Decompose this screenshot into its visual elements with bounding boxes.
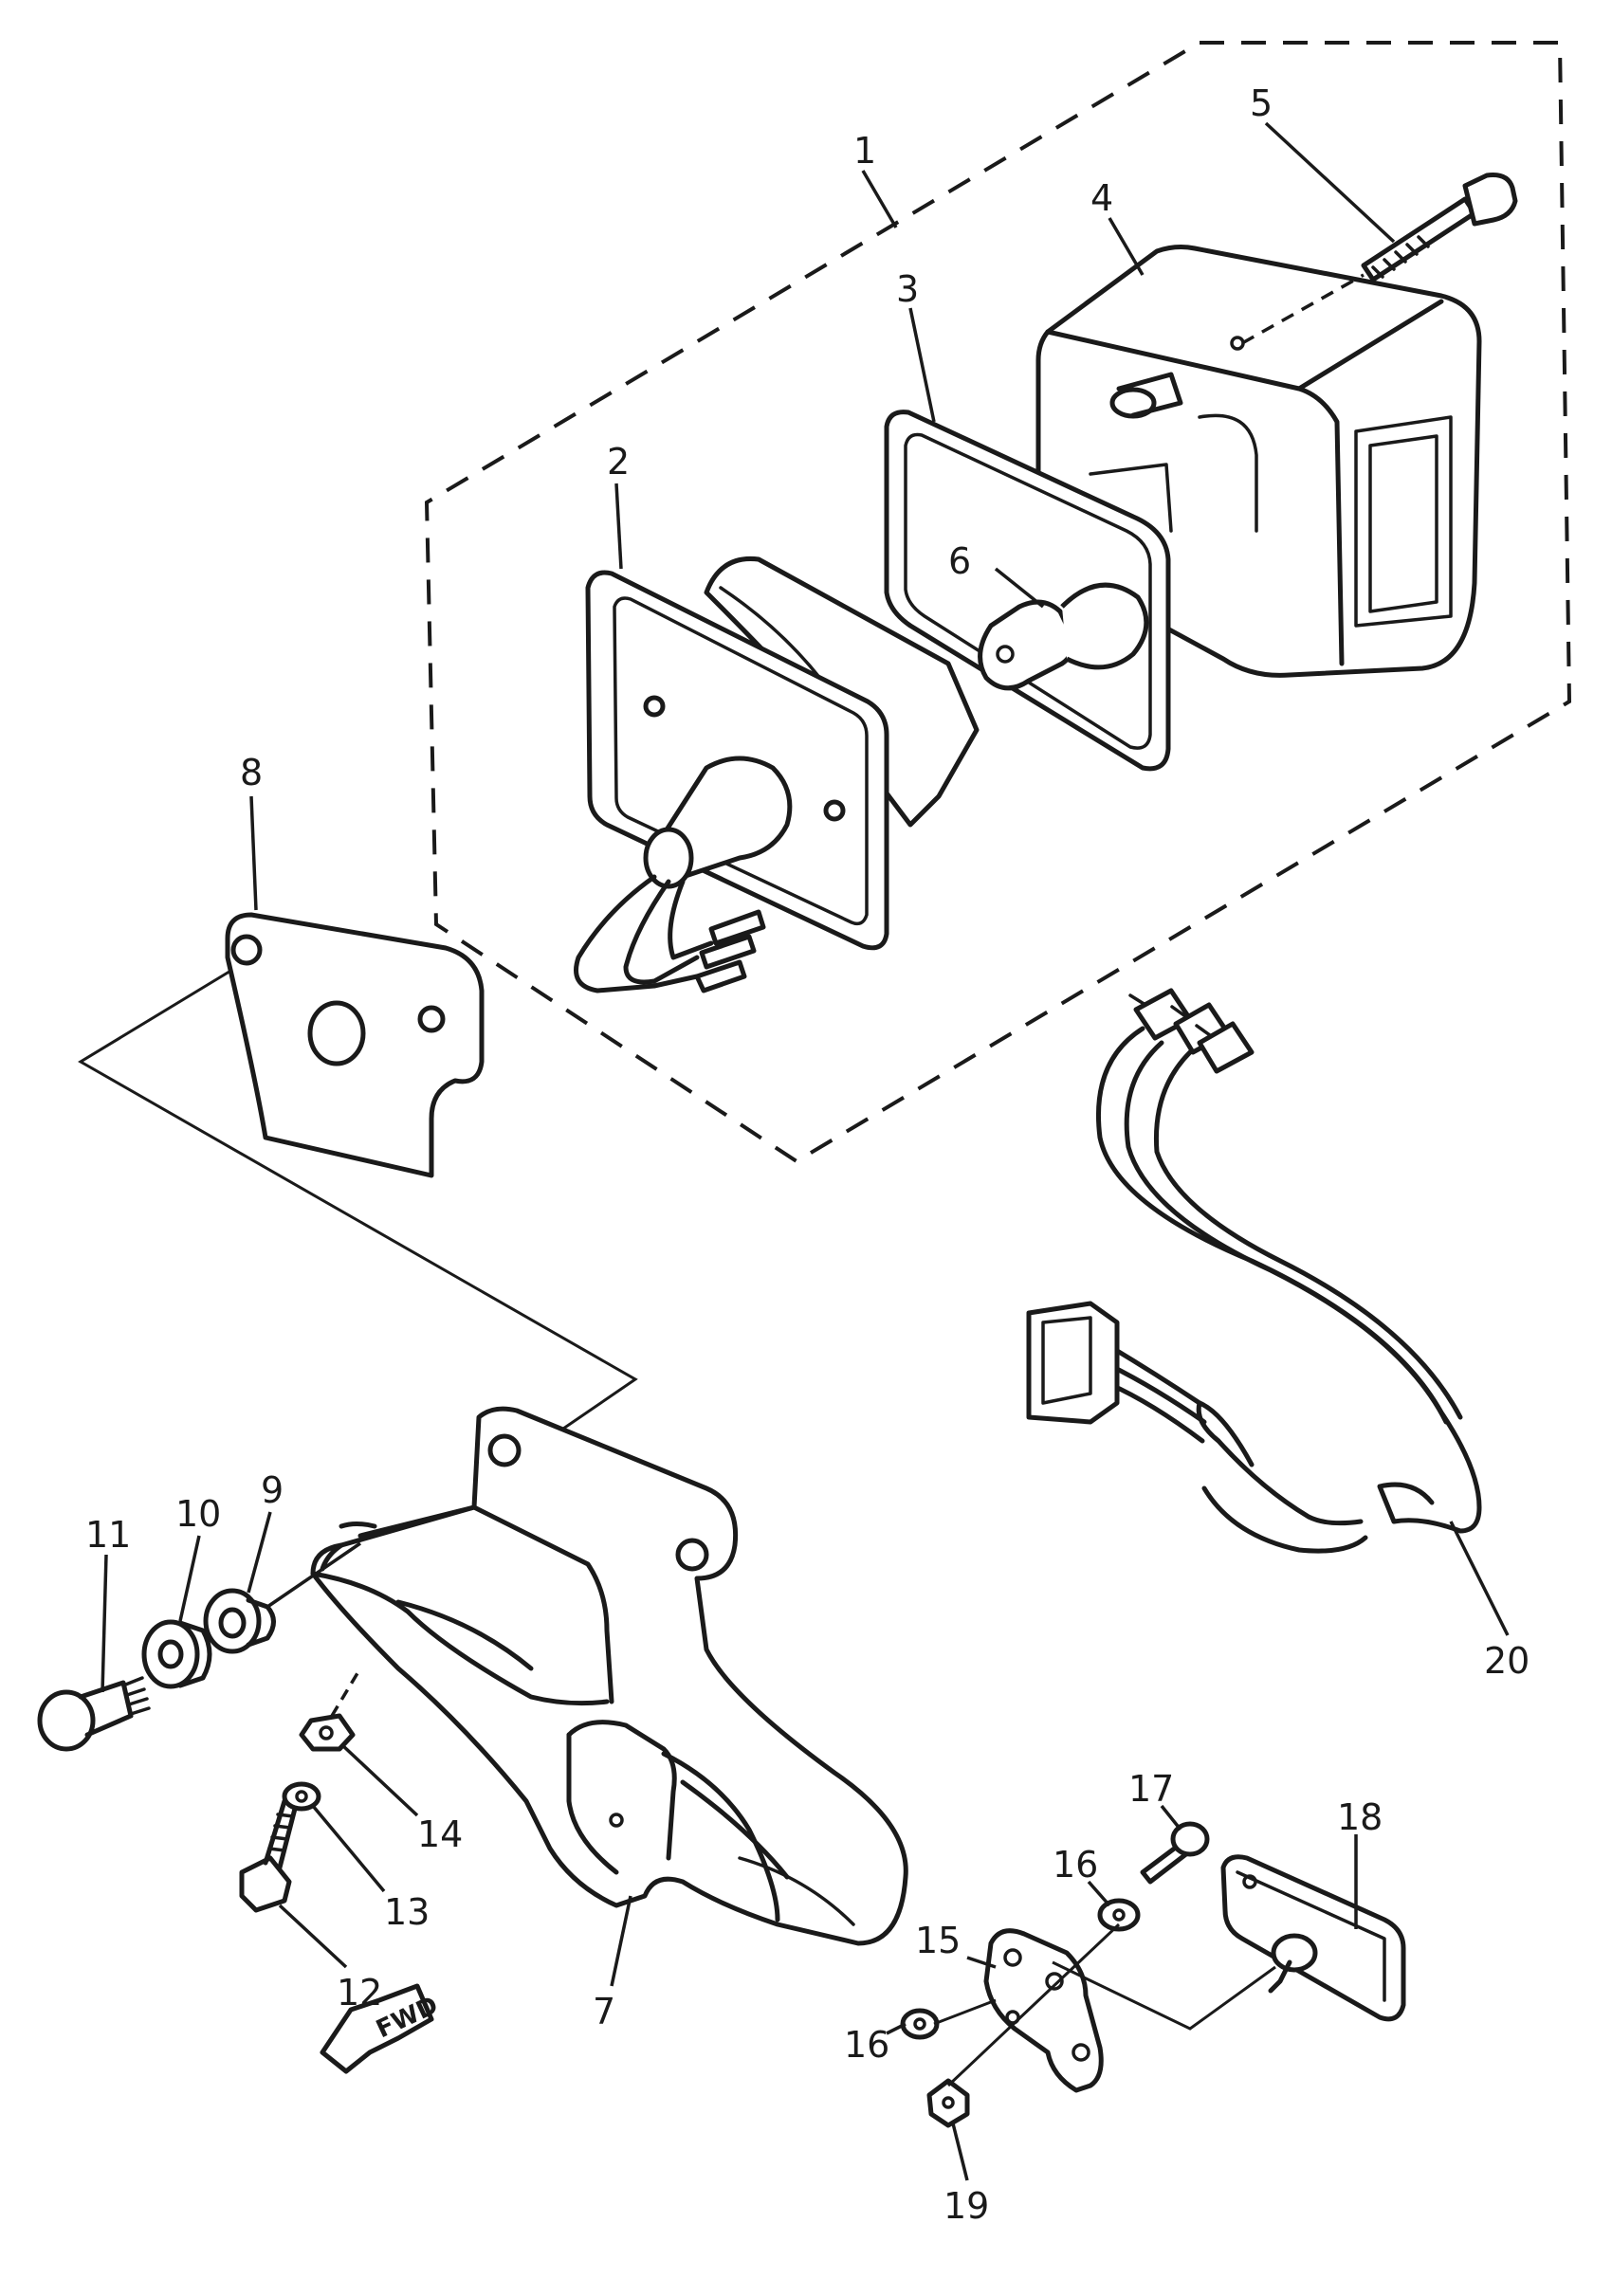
lens-screw <box>1241 173 1518 345</box>
license-light-bracket <box>983 1928 1104 2093</box>
wire-harness <box>1026 988 1482 1554</box>
leader-lines <box>101 121 1510 2181</box>
assembly-1-boundary <box>424 41 1572 1164</box>
callout-4: 4 <box>1090 177 1113 219</box>
nut-19 <box>926 2078 970 2128</box>
callout-19: 19 <box>943 2185 989 2227</box>
callout-2: 2 <box>607 441 630 483</box>
callout-10: 10 <box>175 1493 221 1535</box>
gasket <box>884 410 1171 772</box>
license-light <box>1220 1854 1406 2022</box>
callout-16-lower: 16 <box>844 2024 889 2066</box>
callout-14: 14 <box>417 1813 463 1855</box>
callout-18: 18 <box>1337 1796 1383 1838</box>
callout-labels: 1 2 3 4 5 6 7 8 9 10 11 12 13 14 15 16 1… <box>85 82 1530 2227</box>
mounting-bracket <box>225 912 485 1178</box>
bulb <box>978 582 1149 691</box>
callout-8: 8 <box>240 752 263 793</box>
nut-14 <box>299 1667 362 1752</box>
callout-17: 17 <box>1128 1768 1174 1810</box>
collar <box>203 1541 361 1654</box>
light-guide-line <box>1052 1960 1276 2031</box>
callout-9: 9 <box>261 1469 284 1511</box>
lock-washer-13 <box>282 1781 321 1812</box>
callout-13: 13 <box>384 1891 430 1933</box>
callout-16-upper: 16 <box>1053 1844 1098 1886</box>
callout-3: 3 <box>896 268 919 310</box>
bolt-11 <box>37 1676 151 1752</box>
lamp-base <box>574 556 980 993</box>
washer-16a <box>1097 1898 1141 1932</box>
callout-15: 15 <box>915 1920 961 1961</box>
callout-11: 11 <box>85 1514 131 1556</box>
bracket-guide-line <box>946 1922 1121 2087</box>
callout-12: 12 <box>337 1972 382 2014</box>
washer-16b <box>900 2008 940 2040</box>
callout-1: 1 <box>853 130 876 172</box>
screw-12 <box>239 1798 299 1913</box>
bracket-to-housing-guide <box>78 965 638 1443</box>
tail-housing <box>310 1406 908 1946</box>
screw-17 <box>1140 1821 1210 1885</box>
damper <box>141 1619 212 1689</box>
callout-7: 7 <box>593 1991 615 2032</box>
callout-5: 5 <box>1250 82 1273 124</box>
callout-6: 6 <box>948 540 971 582</box>
callout-20: 20 <box>1484 1640 1530 1682</box>
washer-guide-line <box>933 1998 997 2026</box>
